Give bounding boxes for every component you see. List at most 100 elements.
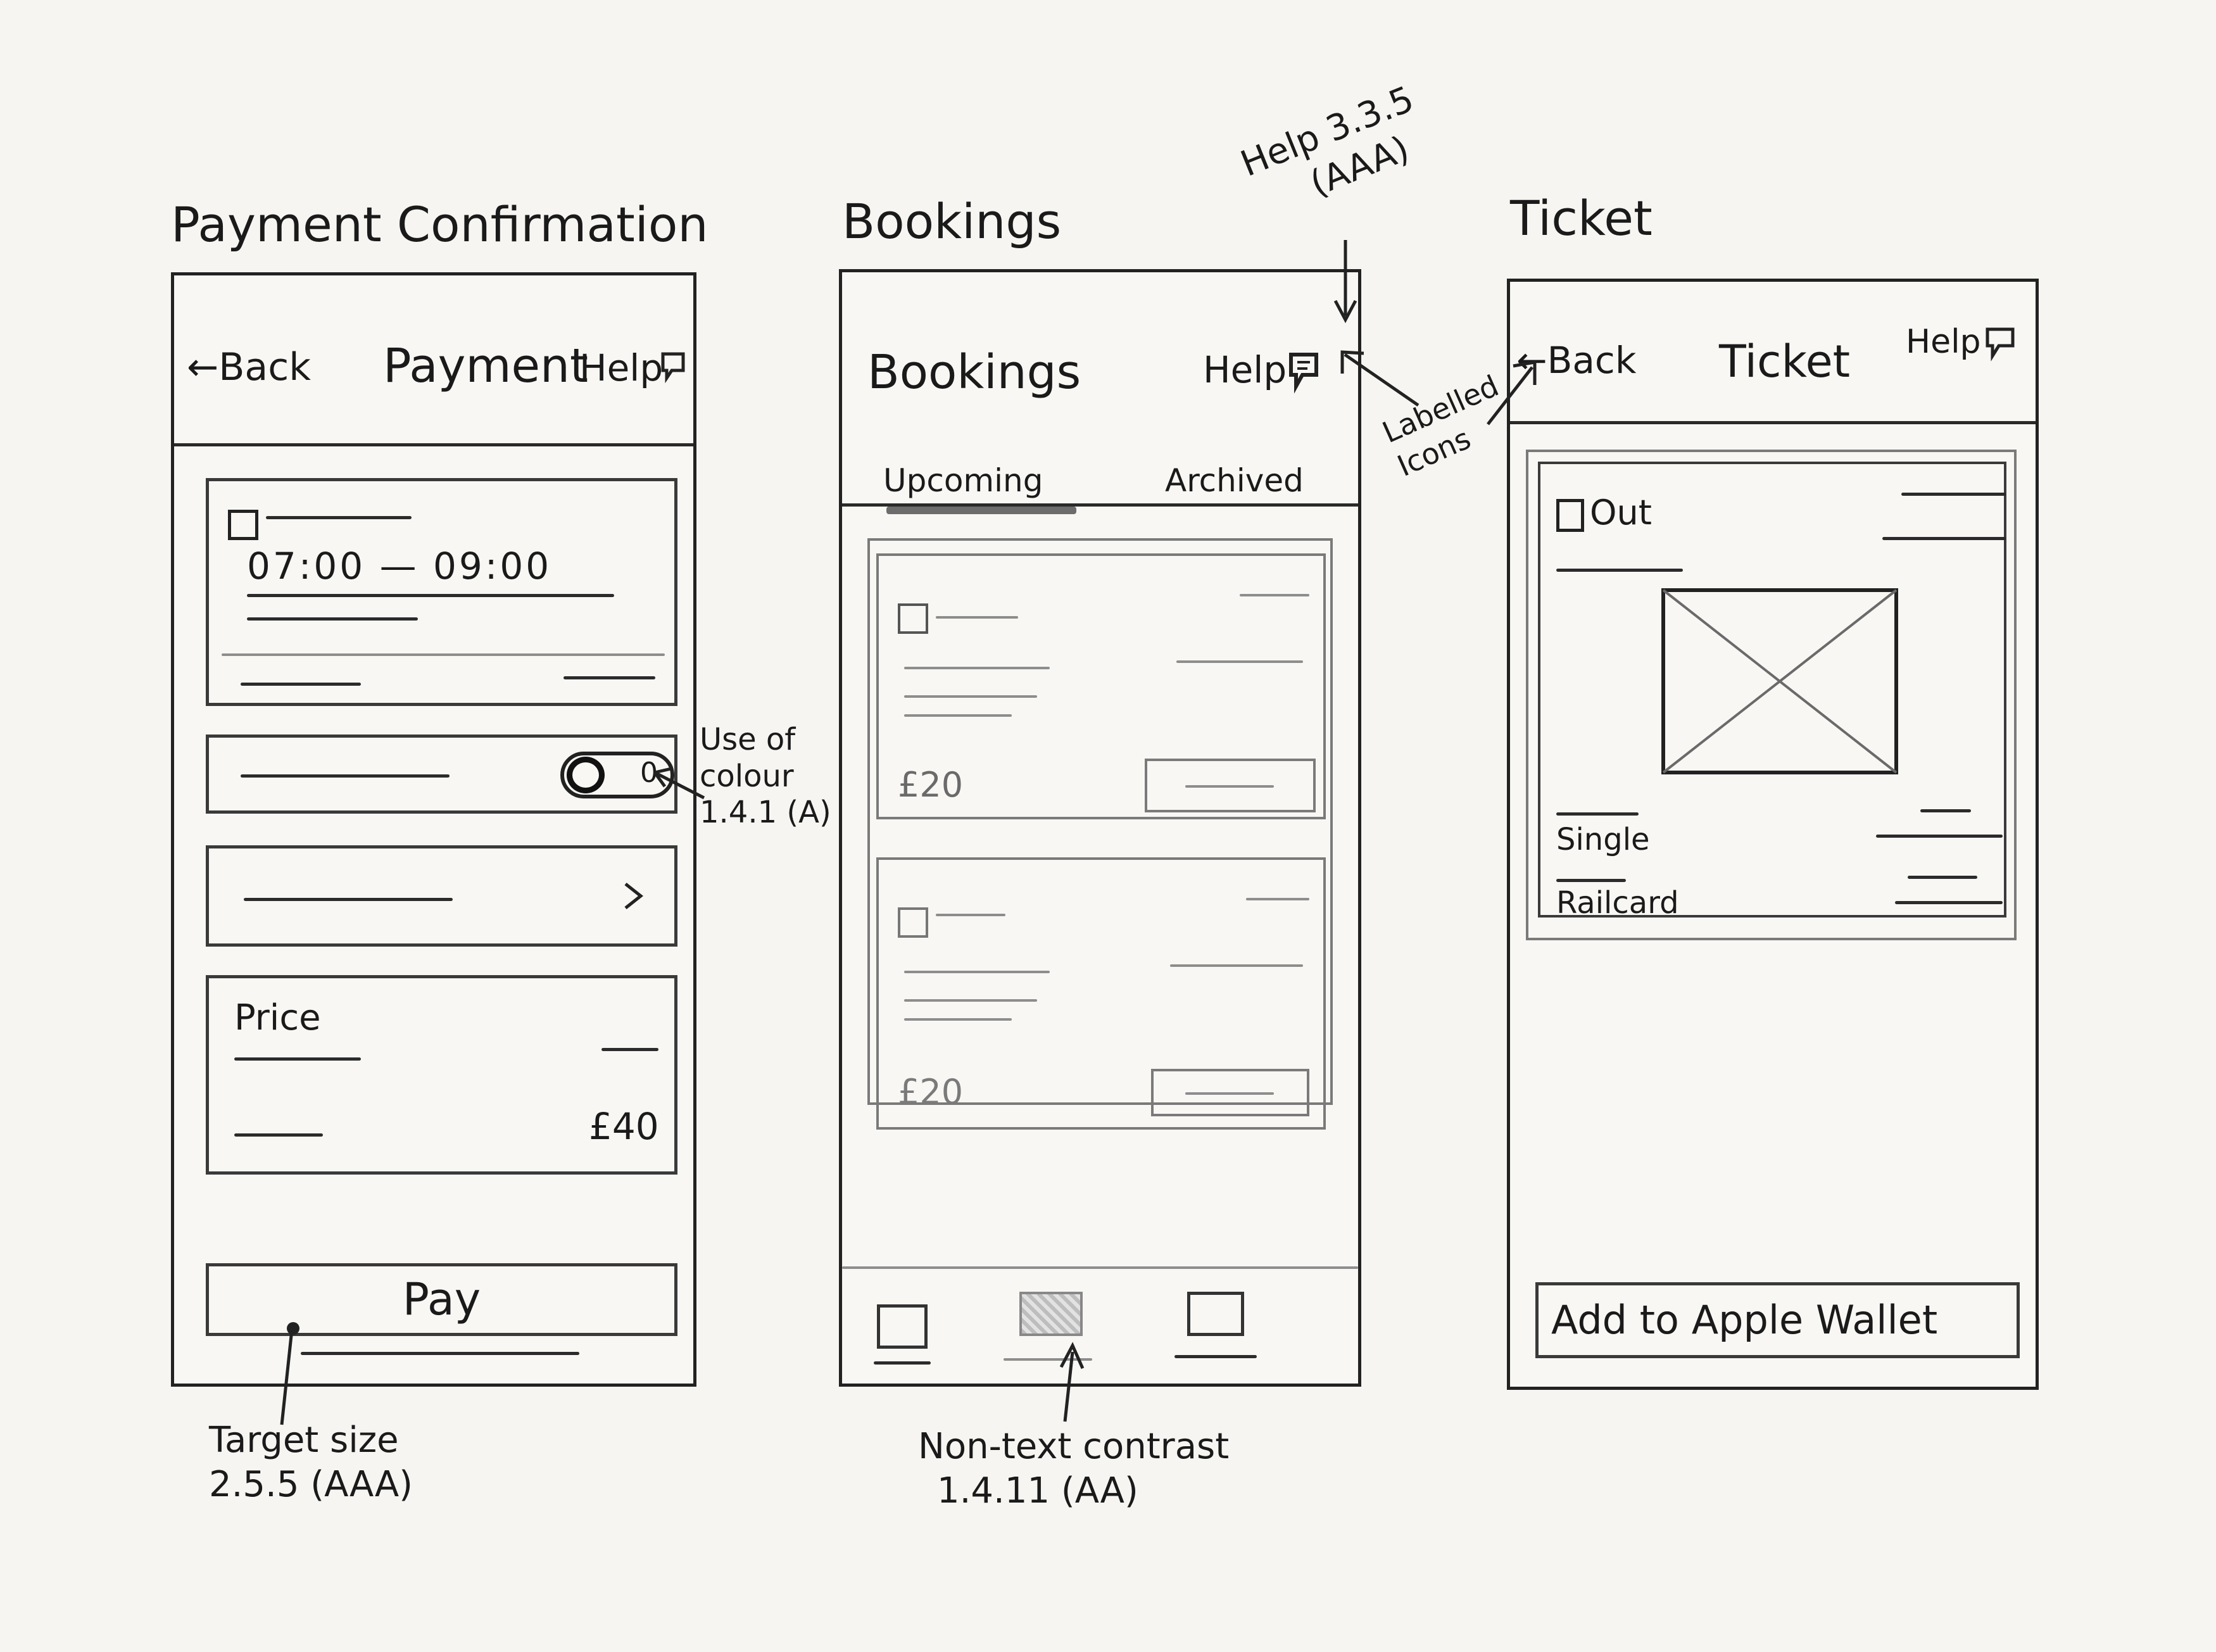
home-indicator <box>301 1352 579 1355</box>
toggle-row: 0 <box>206 735 677 814</box>
railcard-value-placeholder-2 <box>1895 901 2003 904</box>
payment-screen-title: Payment Confirmation <box>171 196 708 253</box>
tab-upcoming[interactable]: Upcoming <box>883 462 1043 499</box>
help-label: Help <box>1203 348 1287 391</box>
button-label-placeholder <box>1185 785 1274 788</box>
view-booking-button[interactable] <box>1151 1069 1309 1116</box>
direction-label: Out <box>1590 493 1652 533</box>
help-button[interactable]: Help <box>1906 323 2015 362</box>
arrow-up-right-icon <box>1487 360 1537 426</box>
option-row[interactable] <box>206 845 677 947</box>
bookings-screen: Bookings Help Upcoming Archived £20 <box>839 269 1361 1387</box>
arrow-left-icon <box>653 767 705 800</box>
booking-price: £20 <box>898 1072 964 1112</box>
back-button[interactable]: ←Back <box>1516 339 1637 382</box>
nav-tab-2-icon[interactable] <box>1019 1292 1083 1336</box>
tab-archived[interactable]: Archived <box>1165 462 1304 499</box>
operator-icon <box>898 603 928 634</box>
tab-divider <box>842 503 1358 507</box>
toggle-switch[interactable]: 0 <box>560 752 674 798</box>
help-icon <box>1986 327 2015 362</box>
nav-tab-3-underline <box>1174 1355 1257 1358</box>
journey-card[interactable]: 07:00 — 09:00 <box>206 478 677 706</box>
booking-list: £20 £20 <box>867 538 1333 1130</box>
journey-time: 07:00 — 09:00 <box>247 545 552 588</box>
duration-placeholder <box>1176 660 1303 663</box>
header-divider <box>174 443 693 446</box>
arrow-up-icon <box>1059 1342 1085 1422</box>
type-value-placeholder-2 <box>1876 835 2003 838</box>
operator-name-placeholder <box>266 516 412 519</box>
ticket-screen: ←Back Ticket Help Out Single Railcard <box>1507 279 2039 1390</box>
time-placeholder <box>1901 493 2006 496</box>
pay-button[interactable]: Pay <box>206 1263 677 1336</box>
detail-placeholder-2 <box>904 1018 1012 1021</box>
wallet-label: Add to Apple Wallet <box>1551 1297 1938 1343</box>
operator-placeholder <box>936 914 1005 916</box>
button-label-placeholder <box>1185 1092 1274 1095</box>
help-label: Help <box>579 346 664 389</box>
fare-placeholder-left <box>234 1057 361 1061</box>
pay-label: Pay <box>402 1273 481 1325</box>
ticket-card: Out Single Railcard <box>1538 462 2006 921</box>
tab-selected-indicator <box>886 507 1076 514</box>
page-title: Ticket <box>1719 336 1851 388</box>
nav-tab-1-underline <box>874 1361 931 1365</box>
ticket-container: Out Single Railcard <box>1526 450 2017 940</box>
direction-underline <box>1556 569 1683 572</box>
time-placeholder <box>1246 898 1309 900</box>
type-overline <box>1556 812 1639 816</box>
chevron-right-icon <box>624 883 644 909</box>
payment-screen: ←Back Payment Help 07:00 — 09:00 0 Pri <box>171 272 696 1387</box>
operator-icon <box>898 907 928 938</box>
direction-icon <box>1556 499 1584 532</box>
price-card: Price £40 <box>206 975 677 1175</box>
annotation-non-text-contrast: Non-text contrast 1.4.11 (AA) <box>918 1425 1229 1513</box>
bookings-screen-title: Bookings <box>842 193 1062 249</box>
operator-icon <box>228 510 258 540</box>
card-divider <box>222 653 665 656</box>
annotation-target-size-line-2: 2.5.5 (AAA) <box>209 1464 413 1505</box>
annotation-target-size: Target size 2.5.5 (AAA) <box>209 1418 413 1507</box>
type-value-placeholder <box>1920 809 1971 812</box>
help-button[interactable]: Help <box>1203 348 1318 394</box>
booking-card[interactable]: £20 <box>876 553 1326 819</box>
detail-placeholder-left <box>241 683 361 686</box>
toggle-label-placeholder <box>241 774 450 778</box>
back-button[interactable]: ←Back <box>187 345 311 389</box>
arrow-left-icon <box>1340 350 1420 407</box>
ticket-code-image-placeholder <box>1661 588 1898 774</box>
railcard-value-placeholder <box>1908 876 1977 879</box>
detail-placeholder-right <box>563 676 655 679</box>
detail-placeholder <box>904 695 1037 698</box>
arrow-down-icon <box>1333 240 1357 324</box>
railcard-overline <box>1556 879 1626 882</box>
header-divider <box>1510 421 2036 424</box>
page-title: Payment <box>383 339 588 393</box>
ticket-type: Single <box>1556 822 1650 857</box>
add-to-wallet-button[interactable]: Add to Apple Wallet <box>1535 1282 2020 1358</box>
total-placeholder <box>234 1133 323 1137</box>
nav-tab-3-icon[interactable] <box>1187 1292 1244 1336</box>
price-total: £40 <box>589 1105 659 1148</box>
bottom-nav-divider <box>842 1266 1358 1269</box>
annotation-use-of-colour-line-1: Use of <box>700 722 796 757</box>
booking-card[interactable]: £20 <box>876 857 1326 1130</box>
help-icon <box>661 352 685 384</box>
page-title: Bookings <box>867 345 1081 400</box>
operator-placeholder <box>936 616 1018 619</box>
option-label-placeholder <box>244 898 453 901</box>
fare-placeholder-right <box>601 1048 658 1051</box>
view-booking-button[interactable] <box>1145 759 1316 812</box>
railcard-label: Railcard <box>1556 885 1679 921</box>
journey-underline <box>247 594 614 597</box>
toggle-knob <box>567 757 605 793</box>
detail-placeholder-2 <box>904 714 1012 717</box>
date-placeholder <box>1882 537 2006 540</box>
nav-tab-1-icon[interactable] <box>877 1304 928 1349</box>
route-placeholder <box>904 667 1050 669</box>
annotation-use-of-colour-line-3: 1.4.1 (A) <box>700 795 831 831</box>
time-placeholder <box>1240 594 1309 596</box>
help-button[interactable]: Help <box>579 346 685 391</box>
